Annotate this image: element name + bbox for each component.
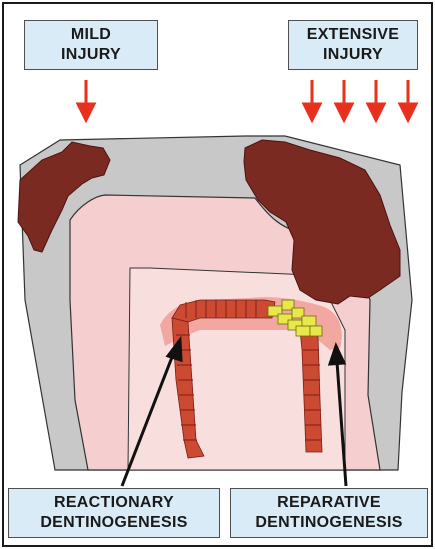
mild-injury-line2: INJURY	[25, 45, 157, 65]
reactionary-line2: DENTINOGENESIS	[9, 513, 219, 533]
mild-injury-arrow	[78, 80, 94, 120]
reactionary-dentinogenesis-label: REACTIONARY DENTINOGENESIS	[8, 488, 220, 538]
extensive-injury-line1: EXTENSIVE	[289, 25, 417, 45]
extensive-injury-label: EXTENSIVE INJURY	[288, 20, 418, 70]
extensive-injury-line2: INJURY	[289, 45, 417, 65]
reparative-dentinogenesis-label: REPARATIVE DENTINOGENESIS	[230, 488, 428, 538]
mild-injury-label: MILD INJURY	[24, 20, 158, 70]
reparative-line1: REPARATIVE	[231, 493, 427, 513]
extensive-injury-arrows	[304, 80, 416, 120]
reactionary-line1: REACTIONARY	[9, 493, 219, 513]
reparative-line2: DENTINOGENESIS	[231, 513, 427, 533]
mild-injury-line1: MILD	[25, 25, 157, 45]
